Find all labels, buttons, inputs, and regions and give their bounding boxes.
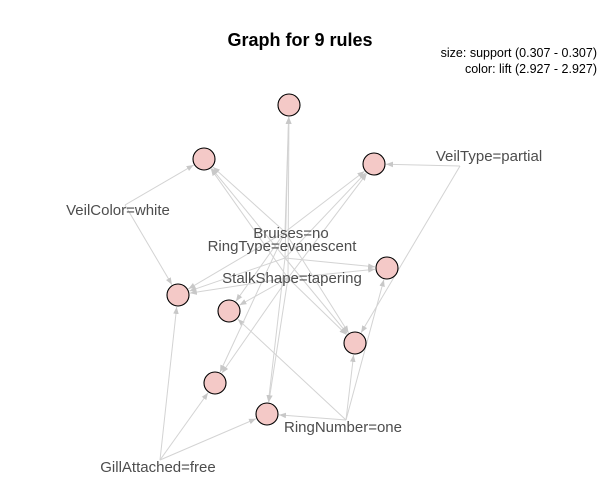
edge-ringnumber-r5 bbox=[345, 354, 356, 421]
item-label-bruises[interactable]: Bruises=no bbox=[253, 225, 328, 242]
edge-ringtype-r5 bbox=[284, 257, 348, 335]
legend-size: size: support (0.307 - 0.307) bbox=[441, 46, 597, 60]
edge-stalkshape-r2 bbox=[287, 173, 368, 279]
item-label-stalkshape[interactable]: StalkShape=tapering bbox=[222, 270, 362, 287]
rule-node-r4[interactable] bbox=[375, 256, 399, 280]
edge-ringnumber-r4 bbox=[345, 279, 385, 421]
edge-stalkshape-r5 bbox=[287, 277, 347, 336]
edge-gillattached-r9 bbox=[159, 418, 257, 461]
item-label-ringnumber[interactable]: RingNumber=one bbox=[284, 419, 402, 436]
legend-color: color: lift (2.927 - 2.927) bbox=[465, 62, 597, 76]
rule-node-r7[interactable] bbox=[217, 299, 241, 323]
edge-ringtype-r3 bbox=[284, 116, 292, 259]
rule-node-r8[interactable] bbox=[203, 371, 227, 395]
edge-bruises-r8 bbox=[219, 231, 286, 373]
item-label-ringtype[interactable]: RingType=evanescent bbox=[208, 238, 358, 255]
edge-stalkshape-r1 bbox=[210, 168, 289, 279]
item-label-veilcolor[interactable]: VeilColor=white bbox=[66, 202, 170, 219]
edge-bruises-r5 bbox=[284, 231, 350, 334]
edge-ringtype-r6 bbox=[189, 257, 286, 292]
item-label-veiltype[interactable]: VeilType=partial bbox=[436, 148, 542, 165]
edge-gillattached-r8 bbox=[159, 392, 209, 461]
edge-ringtype-r9 bbox=[266, 257, 286, 403]
edge-bruises-r6 bbox=[188, 231, 286, 290]
rule-node-r2[interactable] bbox=[362, 152, 386, 176]
edge-bruises-r2 bbox=[284, 170, 365, 233]
item-labels-layer: VeilType=partialVeilColor=whiteBruises=n… bbox=[66, 148, 542, 476]
edge-stalkshape-r9 bbox=[267, 277, 289, 403]
item-label-gillattached[interactable]: GillAttached=free bbox=[100, 459, 215, 476]
edge-ringnumber-r9 bbox=[278, 412, 347, 421]
edge-veiltype-r2 bbox=[385, 161, 461, 168]
edge-veilcolor-r1 bbox=[124, 164, 194, 206]
edge-ringtype-r4 bbox=[284, 257, 376, 269]
edge-gillattached-r6 bbox=[159, 306, 179, 461]
edge-ringtype-r2 bbox=[284, 172, 367, 259]
graph-title: Graph for 9 rules bbox=[227, 30, 372, 50]
edge-veiltype-r5 bbox=[360, 165, 461, 333]
edge-stalkshape-r4 bbox=[287, 267, 376, 279]
rule-node-r5[interactable] bbox=[343, 331, 367, 355]
edge-stalkshape-r8 bbox=[221, 277, 289, 374]
edge-stalkshape-r7 bbox=[239, 277, 289, 306]
rule-nodes-layer bbox=[166, 93, 399, 426]
rule-node-r3[interactable] bbox=[277, 93, 301, 117]
edge-stalkshape-r3 bbox=[286, 116, 292, 279]
edges-layer bbox=[124, 116, 461, 461]
edge-veilcolor-r6 bbox=[124, 204, 173, 285]
edge-ringnumber-r7 bbox=[237, 318, 347, 421]
rule-node-r6[interactable] bbox=[166, 283, 190, 307]
edge-ringtype-r1 bbox=[211, 167, 286, 259]
edge-stalkshape-r6 bbox=[189, 277, 289, 295]
rule-node-r1[interactable] bbox=[192, 147, 216, 171]
rule-node-r9[interactable] bbox=[255, 402, 279, 426]
edge-bruises-r1 bbox=[212, 166, 286, 233]
